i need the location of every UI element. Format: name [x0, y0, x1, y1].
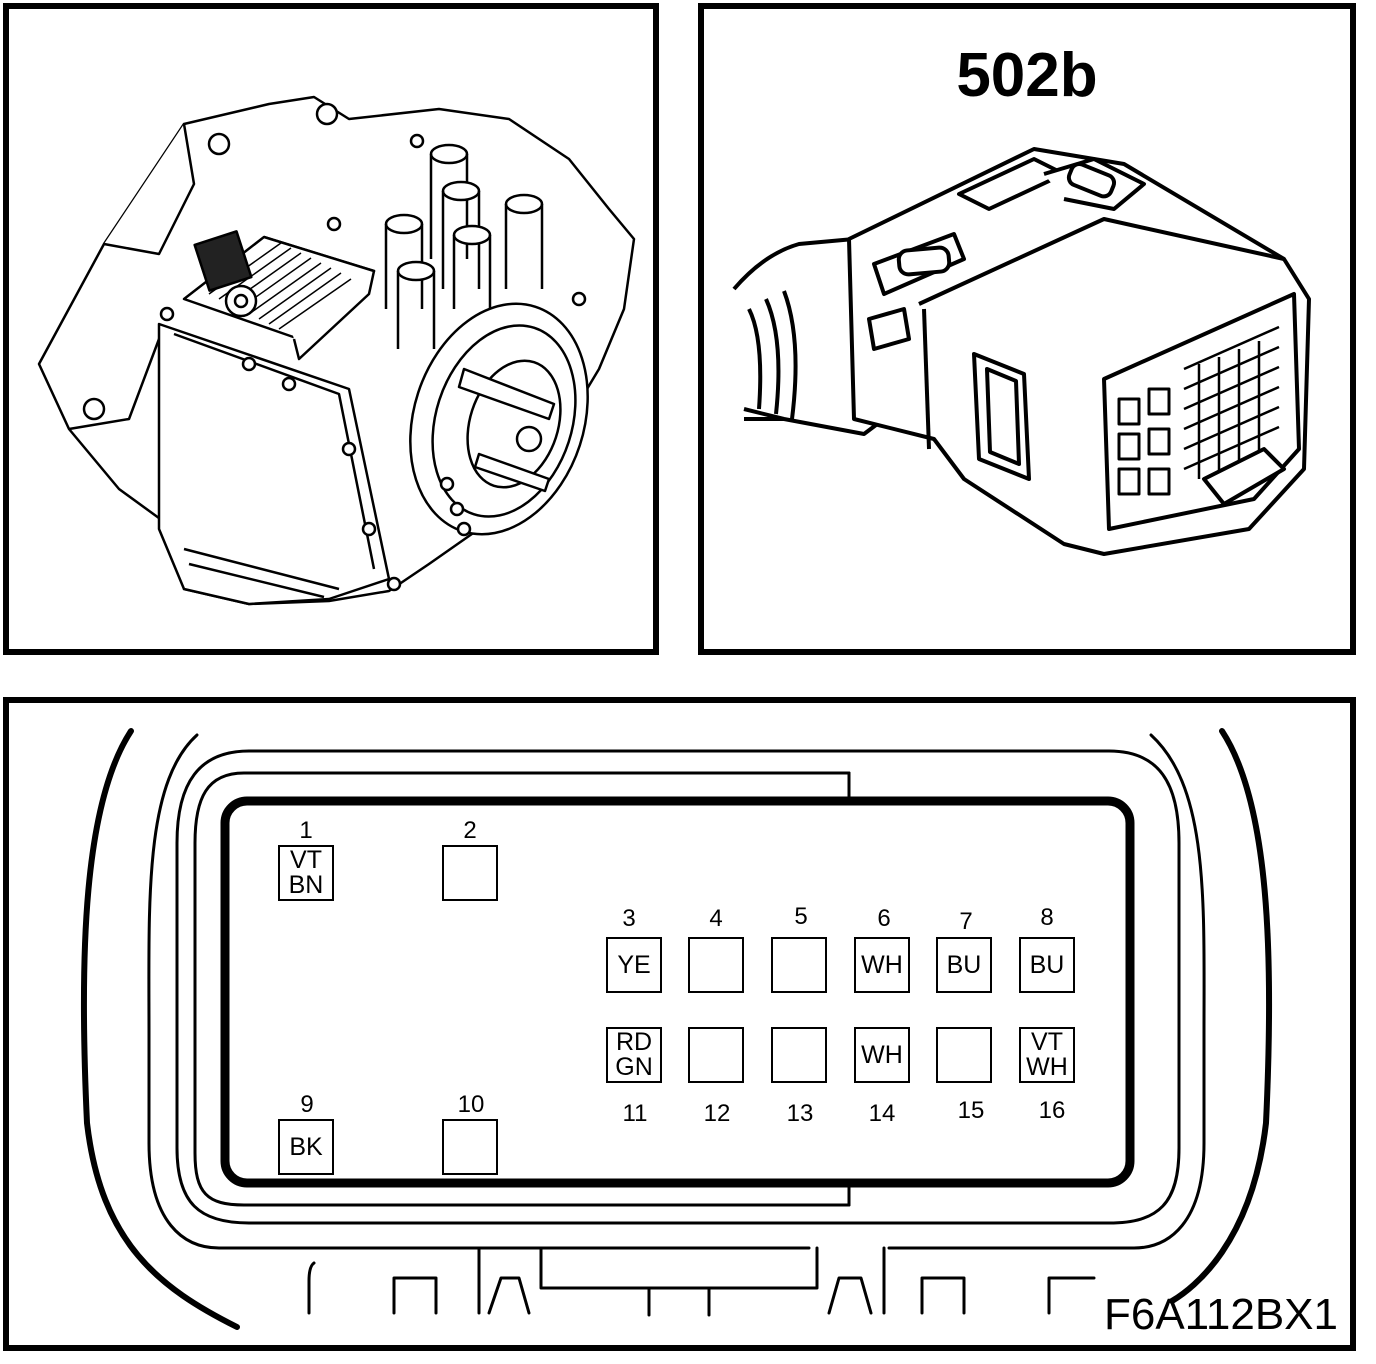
pin-number: 14 [868, 1100, 896, 1127]
gearbox-illustration [37, 95, 636, 606]
pin-number: 15 [957, 1097, 985, 1124]
pin-cavity-10 [442, 1119, 498, 1175]
pin-number: 12 [703, 1100, 731, 1127]
pin-cavity-9: BK [278, 1119, 334, 1175]
pin-number: 16 [1038, 1097, 1066, 1124]
pin-number: 8 [1040, 904, 1054, 931]
pin-cavity-8: BU [1019, 937, 1075, 993]
pin-cavity-6: WH [854, 937, 910, 993]
wire-color-label: BN [288, 871, 324, 899]
pin-cavity-12 [688, 1027, 744, 1083]
wire-color-label: VT [1031, 1028, 1063, 1056]
wire-color-label: RD [615, 1028, 653, 1056]
wire-color-label: VT [290, 846, 322, 874]
wire-color-label: BK [289, 1132, 323, 1161]
pin-cavity-13 [771, 1027, 827, 1083]
pin-cavity-16: VT WH [1019, 1027, 1075, 1083]
pin-cavity-5 [771, 937, 827, 993]
wire-color-label: BU [1029, 950, 1065, 979]
pin-number: 2 [463, 817, 477, 844]
pin-number: 5 [794, 903, 808, 930]
pin-number: 6 [877, 905, 891, 932]
pin-number: 1 [299, 817, 313, 844]
connector-title: 502b [956, 41, 1098, 110]
connector-illustration-panel: 502b [698, 3, 1356, 655]
wire-color-label: WH [861, 950, 903, 979]
wire-color-label: BU [946, 950, 982, 979]
gearbox-illustration-panel [3, 3, 659, 655]
wire-color-label: GN [615, 1053, 653, 1081]
pin-number: 10 [457, 1091, 485, 1118]
connector-illustration [732, 147, 1311, 556]
pin-cavity-3: YE [606, 937, 662, 993]
pin-cavity-2 [442, 845, 498, 901]
pin-cavity-7: BU [936, 937, 992, 993]
pin-number: 9 [300, 1091, 314, 1118]
connector-face-outline [80, 728, 1273, 1330]
pin-number: 7 [959, 908, 973, 935]
pin-cavity-1: VT BN [278, 845, 334, 901]
pinout-panel: 1 VT BN 2 3 YE 4 5 6 WH 7 BU 8 BU RD GN … [3, 697, 1356, 1351]
figure-code: F6A112BX1 [1103, 1290, 1338, 1339]
wire-color-label: YE [617, 950, 651, 979]
pin-number: 11 [622, 1100, 648, 1127]
pin-cavity-14: WH [854, 1027, 910, 1083]
pin-number: 13 [786, 1100, 814, 1127]
wire-color-label: WH [861, 1040, 903, 1069]
pin-number: 3 [622, 905, 636, 932]
pin-cavity-4 [688, 937, 744, 993]
pin-cavity-11: RD GN [606, 1027, 662, 1083]
pin-number: 4 [709, 905, 723, 932]
wire-color-label: WH [1026, 1053, 1068, 1081]
pin-cavity-15 [936, 1027, 992, 1083]
